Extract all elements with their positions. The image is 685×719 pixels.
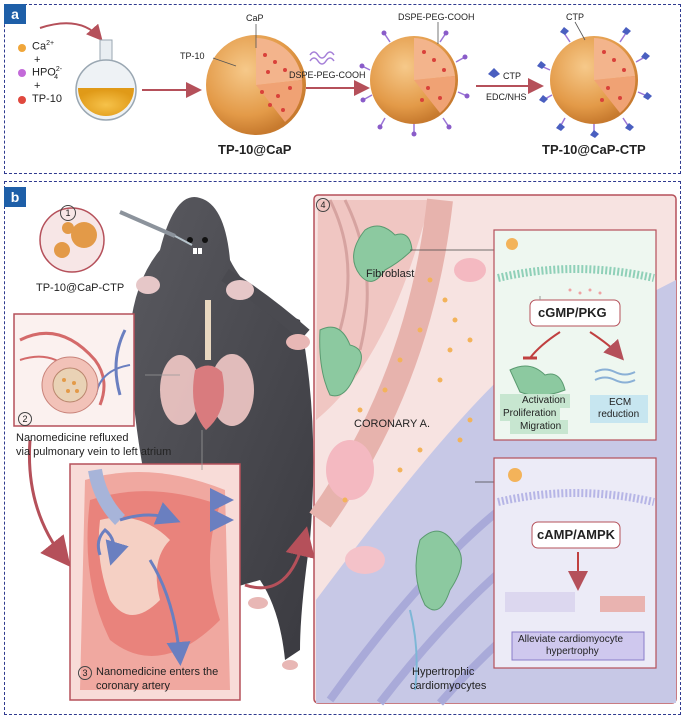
hypertrophic-label-line2: cardiomyocytes — [410, 680, 487, 692]
tp10-pointer-label: TP-10 — [180, 51, 205, 61]
dspe-top-label: DSPE-PEG-COOH — [398, 12, 475, 22]
coronary-label: CORONARY A. — [354, 418, 431, 430]
plus-sign: + — [34, 80, 41, 92]
dspe-arrow-label: DSPE-PEG-COOH — [289, 70, 366, 80]
step2-label-line1: Nanomedicine refluxed — [16, 432, 129, 444]
reagent-hpo: HPO2-4 — [32, 66, 63, 81]
ctp-top-label: CTP — [566, 12, 584, 22]
cap-label: CaP — [246, 13, 264, 23]
flask-icon — [75, 39, 137, 121]
nanoparticle-icon — [62, 222, 74, 234]
panel-b — [4, 181, 681, 715]
plus-sign: + — [34, 54, 41, 66]
alleviate-label-line2: hypertrophy — [546, 646, 599, 657]
nanoparticle-icon — [71, 222, 97, 248]
heart-illustration — [80, 468, 234, 690]
ca-dot-icon — [18, 44, 26, 52]
cgmp-box-graphics — [497, 238, 655, 434]
step3-label-line1: Nanomedicine enters the — [96, 666, 219, 678]
np1-title: TP-10@CaP — [218, 142, 292, 157]
ecm-label-line2: reduction — [598, 409, 640, 420]
ecm-label-line1: ECM — [609, 397, 632, 408]
reagent-ca: Ca2+ — [32, 40, 55, 53]
tp10-dot-icon — [18, 96, 26, 104]
nanoparticle-peg-icon — [359, 30, 470, 137]
edc-label: EDC/NHS — [486, 92, 527, 102]
proliferation-label: Proliferation — [503, 408, 557, 419]
peg-icon — [309, 51, 335, 65]
nanoparticle-cap-icon — [206, 35, 306, 135]
ctp-icon — [488, 68, 500, 78]
alleviate-label-line1: Alleviate cardiomyocyte — [518, 634, 624, 645]
nanoparticle-ctp-icon — [537, 27, 652, 138]
fibroblast-label: Fibroblast — [366, 268, 415, 280]
step2-label-line2: via pulmonary vein to left atrium — [16, 446, 172, 458]
reagent-tp10: TP-10 — [32, 93, 62, 105]
ctp-arrow-label: CTP — [503, 71, 521, 81]
panel-a-tag: a — [4, 4, 26, 24]
step4-number: 4 — [316, 198, 330, 212]
step3-label-line2: coronary artery — [96, 680, 170, 692]
pulmonary-vessels — [19, 329, 131, 414]
step3-number: 3 — [78, 666, 92, 680]
step1-label: TP-10@CaP-CTP — [36, 282, 125, 294]
panel-b-tag: b — [4, 187, 26, 207]
hypertrophic-label-line1: Hypertrophic — [412, 666, 475, 678]
panel-a-graphics — [18, 21, 652, 138]
camp-ampk-label: cAMP/AMPK — [537, 527, 616, 542]
camp-box-graphics — [497, 468, 655, 661]
step1-number: 1 — [60, 205, 76, 221]
step2-number: 2 — [18, 412, 32, 426]
hpo-dot-icon — [18, 69, 26, 77]
activation-label: Activation — [522, 395, 566, 406]
migration-label: Migration — [520, 421, 562, 432]
cgmp-pkg-label: cGMP/PKG — [538, 305, 607, 320]
nanoparticle-icon — [54, 242, 70, 258]
panel-a — [4, 4, 681, 174]
np2-title: TP-10@CaP-CTP — [542, 142, 646, 157]
